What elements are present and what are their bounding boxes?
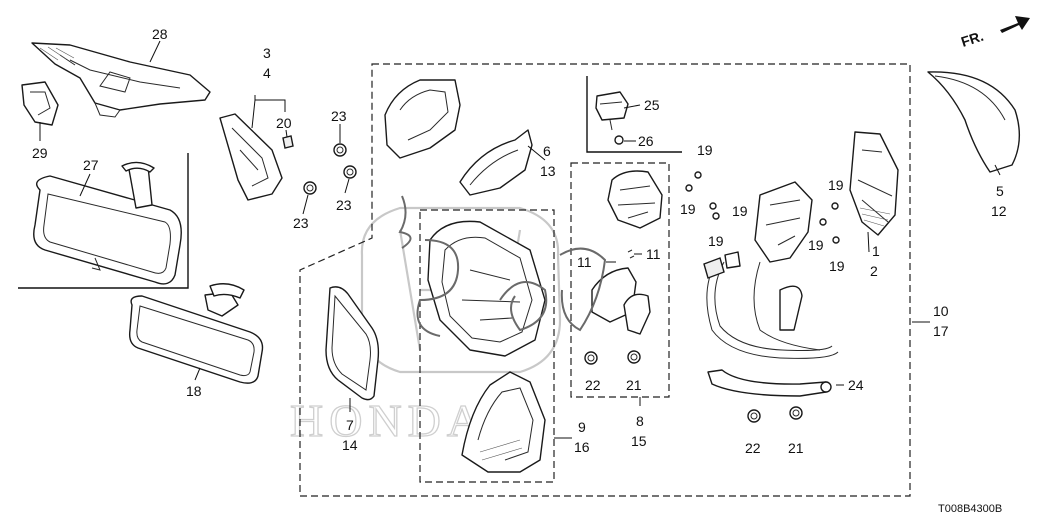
- callout-13: 13: [540, 163, 556, 179]
- callout-28: 28: [152, 26, 168, 42]
- callout-22-right: 22: [745, 440, 761, 456]
- part-23-nuts: [303, 143, 357, 195]
- callout-12: 12: [991, 203, 1007, 219]
- direction-indicator: FR.: [959, 16, 1030, 50]
- callout-26: 26: [638, 133, 654, 149]
- callout-27: 27: [83, 157, 99, 173]
- actuator-subassembly-box: [570, 162, 670, 398]
- callout-1: 1: [872, 243, 880, 259]
- part-29-bracket: [21, 81, 59, 126]
- part-1-2-turn-signal: [849, 131, 899, 236]
- callout-8: 8: [636, 413, 644, 429]
- callout-labels: 28 29 27 18 3 4 20 23 23 23 6 13 25 26 1…: [32, 26, 1007, 456]
- leader-lines: [39, 40, 1001, 439]
- part-3-4-inner-trim: [219, 113, 294, 201]
- callout-16: 16: [574, 439, 590, 455]
- callout-23-right: 23: [336, 197, 352, 213]
- callout-14: 14: [342, 437, 358, 453]
- honda-watermark: HONDA: [289, 206, 562, 447]
- callout-23-left: 23: [293, 215, 309, 231]
- callout-21-left: 21: [626, 377, 642, 393]
- callout-21-right: 21: [788, 440, 804, 456]
- callout-19-d: 19: [708, 233, 724, 249]
- part-6-13-cover-garnish: [459, 129, 533, 196]
- callout-19-e: 19: [828, 177, 844, 193]
- camera-subassembly-bracket: [586, 76, 682, 153]
- inner-mirror-group-line: [18, 153, 189, 289]
- callout-19-f: 19: [808, 237, 824, 253]
- callout-5: 5: [996, 183, 1004, 199]
- callout-29: 29: [32, 145, 48, 161]
- callout-11-right: 11: [646, 246, 661, 262]
- direction-arrow-icon: [1000, 16, 1030, 33]
- housing-subassembly-box: [419, 209, 555, 483]
- callout-17: 17: [933, 323, 949, 339]
- part-18-rearview-mirror: [128, 283, 264, 384]
- watermark-wordmark: HONDA: [290, 395, 486, 446]
- callout-6: 6: [543, 143, 551, 159]
- part-19-screws: [685, 171, 840, 244]
- callout-22-left: 22: [585, 377, 601, 393]
- script-watermark: [398, 195, 607, 337]
- part-27-rearview-mirror: [33, 161, 182, 285]
- callout-19-c: 19: [732, 203, 748, 219]
- part-9-16-lower-cover: [461, 371, 546, 473]
- callout-18: 18: [186, 383, 202, 399]
- callout-19-b: 19: [680, 201, 696, 217]
- callout-3: 3: [263, 45, 271, 61]
- callout-24: 24: [848, 377, 864, 393]
- callout-9: 9: [578, 419, 586, 435]
- direction-label: FR.: [959, 28, 985, 50]
- callout-20: 20: [276, 115, 292, 131]
- callout-4: 4: [263, 65, 271, 81]
- part-21-22-fasteners-right: [747, 406, 803, 423]
- part-28-console-cover: [31, 42, 211, 118]
- callout-23-top: 23: [331, 108, 347, 124]
- part-housing: [427, 220, 546, 357]
- callout-11-left: 11: [577, 254, 592, 270]
- callout-19-g: 19: [829, 258, 845, 274]
- callout-7: 7: [346, 417, 354, 433]
- callout-25: 25: [644, 97, 660, 113]
- part-bracket-top: [384, 79, 461, 159]
- callout-2: 2: [870, 263, 878, 279]
- part-power-unit-harness: [703, 181, 839, 397]
- callout-10: 10: [933, 303, 949, 319]
- assembly-boundary: [299, 63, 911, 497]
- part-8-15-actuator: [584, 170, 663, 365]
- part-7-14-mirror-glass: [325, 286, 380, 401]
- part-5-12-skull-cap: [927, 71, 1020, 173]
- part-25-camera-unit: [595, 91, 629, 145]
- callout-15: 15: [631, 433, 647, 449]
- diagram-code: T008B4300B: [938, 503, 1002, 515]
- callout-19-a: 19: [697, 142, 713, 158]
